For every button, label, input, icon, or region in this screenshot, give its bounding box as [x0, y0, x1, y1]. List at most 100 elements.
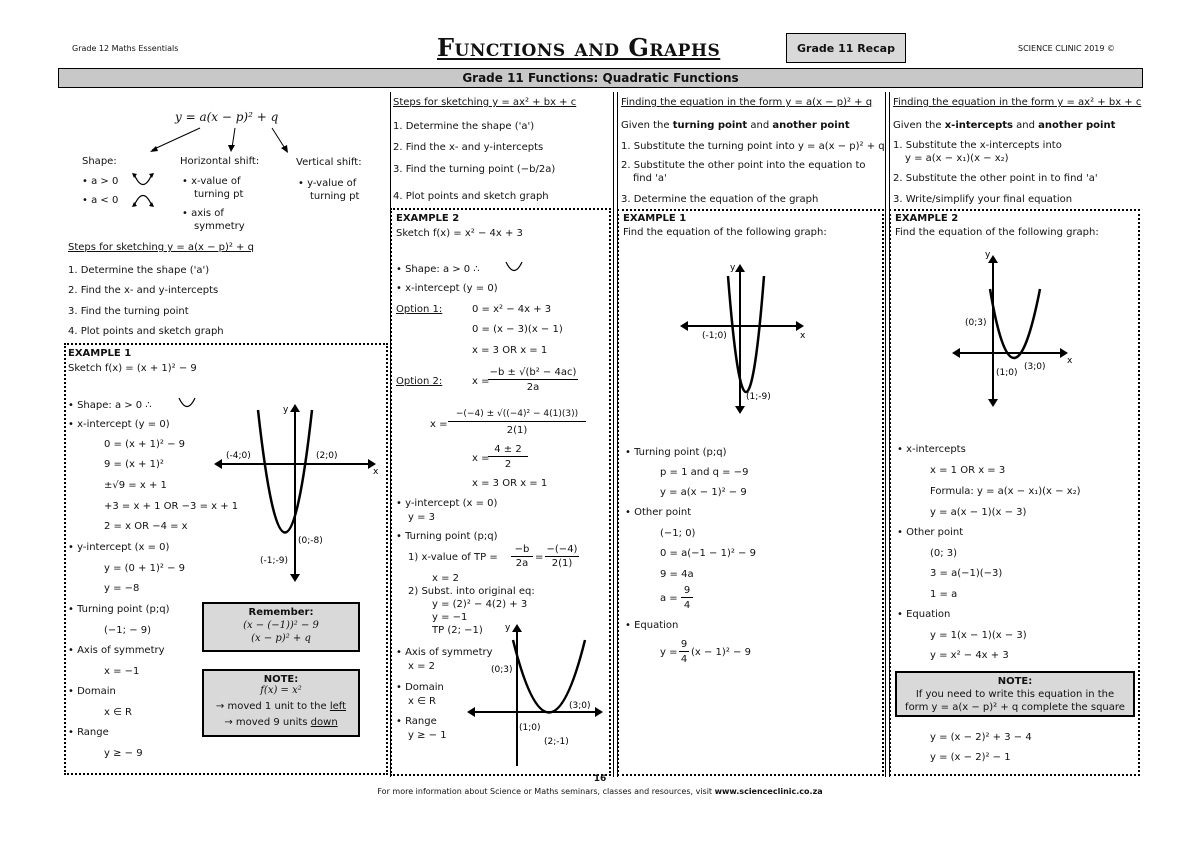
formula-arrows: [150, 127, 288, 153]
fraction-num: 9: [679, 639, 689, 652]
concave-down-icon: [132, 194, 154, 207]
point-label: (0;3): [491, 665, 513, 675]
example-4-box: [889, 209, 1140, 776]
section-band: Grade 11 Functions: Quadratic Functions: [58, 68, 1143, 88]
page-number: 16: [593, 774, 607, 784]
math-line: (−1; 0): [660, 528, 696, 539]
point-label: (-4;0): [226, 451, 251, 461]
math-line: x = 1 OR x = 3: [930, 465, 1006, 476]
math-line: x =: [472, 453, 490, 464]
graph-example-4: y x (0;3) (1;0) (3;0): [952, 250, 1073, 407]
shape-line: Shape: a > 0 ∴: [77, 400, 152, 411]
note-underline: down: [310, 717, 338, 728]
xint-line: x-intercepts: [906, 444, 966, 455]
note-box: NOTE: f(x) = x² → moved 1 unit to the le…: [202, 669, 360, 737]
given-bold: another point: [772, 120, 850, 131]
math-line: TP (2; −1): [432, 625, 483, 636]
x-axis-label: x: [373, 467, 379, 477]
equals: =: [535, 552, 544, 563]
step-1: 1. Substitute the turning point into y =…: [621, 141, 885, 152]
hshift-line4: symmetry: [194, 221, 245, 232]
fraction-den: 2(1): [506, 425, 528, 436]
math-line: 2) Subst. into original eq:: [408, 586, 535, 597]
yint-line: y-intercept (x = 0): [77, 542, 170, 553]
steps-title: Steps for sketching y = a(x − p)² + q: [68, 242, 254, 253]
fraction-num: 9: [681, 584, 693, 598]
math-line: y = (2)² − 4(2) + 3: [432, 599, 528, 610]
y-axis-label: y: [730, 263, 736, 273]
note-line: → moved 9 units: [224, 717, 308, 728]
math-line: y = 1(x − 1)(x − 3): [930, 630, 1027, 641]
tp-line: Turning point (p;q): [634, 447, 727, 458]
math-line: p = 1 and q = −9: [660, 467, 749, 478]
concave-up-icon: [178, 397, 196, 408]
general-formula: y = a(x − p)² + q: [175, 110, 279, 124]
math-line: 0 = a(−1 − 1)² − 9: [660, 548, 756, 559]
math-line: (0; 3): [930, 548, 958, 559]
math-line: y = a(x − 1)² − 9: [660, 487, 747, 498]
point-label: (1;0): [519, 723, 541, 733]
example-title: EXAMPLE 1: [68, 348, 132, 359]
example-title: EXAMPLE 1: [623, 213, 687, 224]
math-line: y = −8: [104, 583, 140, 594]
xint-line: x-intercept (y = 0): [77, 419, 170, 430]
example-title: EXAMPLE 2: [895, 213, 959, 224]
given-bold: another point: [1038, 120, 1116, 131]
example-title: EXAMPLE 2: [396, 213, 460, 224]
example-prompt: Sketch f(x) = (x + 1)² − 9: [68, 363, 197, 374]
example-2-box: [390, 208, 611, 776]
note-line: → moved 1 unit to the: [215, 701, 327, 712]
step-4: 4. Plot points and sketch graph: [393, 191, 549, 202]
tp-line: Turning point (p;q): [405, 531, 498, 542]
xint-line: x-intercept (y = 0): [405, 283, 498, 294]
y-axis-label: y: [283, 405, 289, 415]
math-line: (−1; − 9): [104, 625, 152, 636]
given-bold: x-intercepts: [944, 120, 1013, 131]
remember-line: (x − p)² + q: [251, 633, 311, 644]
column-4-title: Finding the equation in the form y = ax²…: [893, 97, 1142, 108]
math-line: ±√9 = x + 1: [104, 480, 167, 491]
footer-link[interactable]: www.scienceclinic.co.za: [714, 787, 823, 796]
step-3: 3. Find the turning point (−b/2a): [393, 164, 556, 175]
range-line: Range: [77, 727, 109, 738]
math-line: x =: [472, 376, 490, 387]
example-3-box: [617, 209, 884, 776]
point-label: (3;0): [569, 701, 591, 711]
fraction-den: 2a: [526, 382, 540, 393]
math-line: a =: [660, 593, 678, 604]
math-line: x = 2: [432, 573, 460, 584]
point-label: (2;0): [316, 451, 338, 461]
math-line: 9 = (x + 1)²: [104, 459, 164, 470]
step-3: 3. Determine the equation of the graph: [621, 194, 819, 205]
fraction-den: 2a: [515, 558, 529, 569]
fraction-num: −b: [511, 543, 533, 557]
math-line: x = 3 OR x = 1: [472, 478, 548, 489]
hshift-line3: axis of: [191, 208, 224, 219]
given-text: and: [1016, 120, 1035, 131]
column-divider: [885, 92, 886, 777]
math-line: 0 = (x + 1)² − 9: [104, 439, 186, 450]
math-line: x = 2: [408, 661, 436, 672]
math-line: Formula: y = a(x − x₁)(x − x₂): [930, 486, 1081, 497]
math-line: y = (x − 2)² + 3 − 4: [930, 732, 1032, 743]
note-underline: left: [329, 701, 347, 712]
a-positive: • a > 0: [82, 176, 119, 187]
header-right: SCIENCE CLINIC 2019 ©: [1018, 44, 1116, 53]
example-prompt: Sketch f(x) = x² − 4x + 3: [396, 228, 523, 239]
x-axis-label: x: [1067, 356, 1073, 366]
concave-up-icon: [132, 173, 154, 186]
column-3-title: Finding the equation in the form y = a(x…: [621, 97, 873, 108]
step-1: 1. Substitute the x-intercepts into: [893, 140, 1062, 151]
point-label: (0;3): [965, 318, 987, 328]
math-line: 1 = a: [930, 589, 958, 600]
vshift-line1: y-value of: [307, 178, 357, 189]
equation-line: Equation: [634, 620, 679, 631]
fraction-den: 2(1): [551, 558, 573, 569]
math-line: 0 = (x − 3)(x − 1): [472, 324, 563, 335]
graph-example-2: y (0;3) (3;0) (1;0) (2;-1): [467, 623, 603, 766]
point-label: (-1;0): [702, 331, 727, 341]
given-text: Given the: [621, 120, 670, 131]
step-2: 2. Find the x- and y-intercepts: [68, 285, 219, 296]
hshift-line2: turning pt: [194, 189, 244, 200]
step-4: 4. Plot points and sketch graph: [68, 326, 224, 337]
